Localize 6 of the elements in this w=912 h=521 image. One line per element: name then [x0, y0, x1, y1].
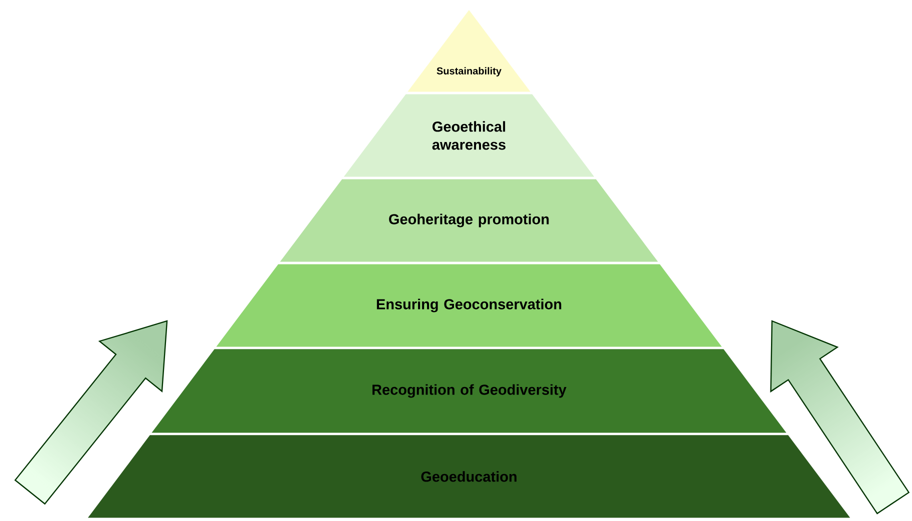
- pyramid-band: Recognition of Geodiversity: [152, 349, 786, 433]
- pyramid-band: Geoethical awareness: [344, 94, 594, 177]
- pyramid-band: Geoheritage promotion: [280, 179, 658, 262]
- pyramid-band: Geoeducation: [88, 435, 850, 518]
- pyramid-band: Ensuring Geoconservation: [216, 264, 722, 347]
- pyramid-apex: Sustainability: [408, 10, 530, 92]
